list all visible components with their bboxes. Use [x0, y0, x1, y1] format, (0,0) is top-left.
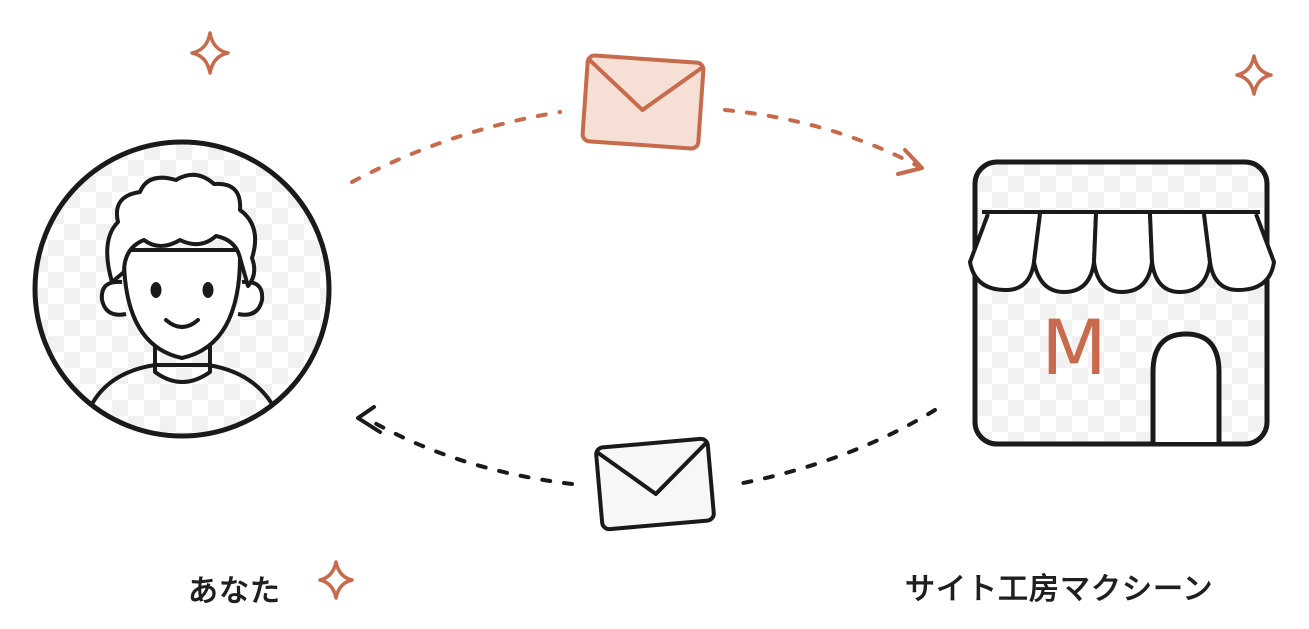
outgoing-arrow-right-segment	[723, 108, 920, 168]
you-label: あなた	[188, 574, 281, 609]
outgoing-arrowhead	[896, 148, 924, 176]
incoming-envelope-icon	[594, 436, 716, 532]
sparkle-icon	[1235, 54, 1273, 96]
incoming-arrow-left-segment	[364, 416, 574, 486]
outgoing-envelope-icon	[580, 53, 706, 151]
storefront-icon: M	[968, 159, 1276, 447]
sparkle-icon	[318, 560, 354, 600]
outgoing-arrow-left-segment	[350, 110, 562, 184]
sparkle-icon	[190, 31, 230, 75]
shop-sign-letter: M	[1041, 303, 1107, 392]
incoming-arrow-right-segment	[736, 408, 937, 486]
person-avatar-icon	[32, 139, 332, 439]
incoming-arrowhead	[356, 405, 382, 434]
shop-label: サイト工房マクシーン	[905, 572, 1214, 607]
